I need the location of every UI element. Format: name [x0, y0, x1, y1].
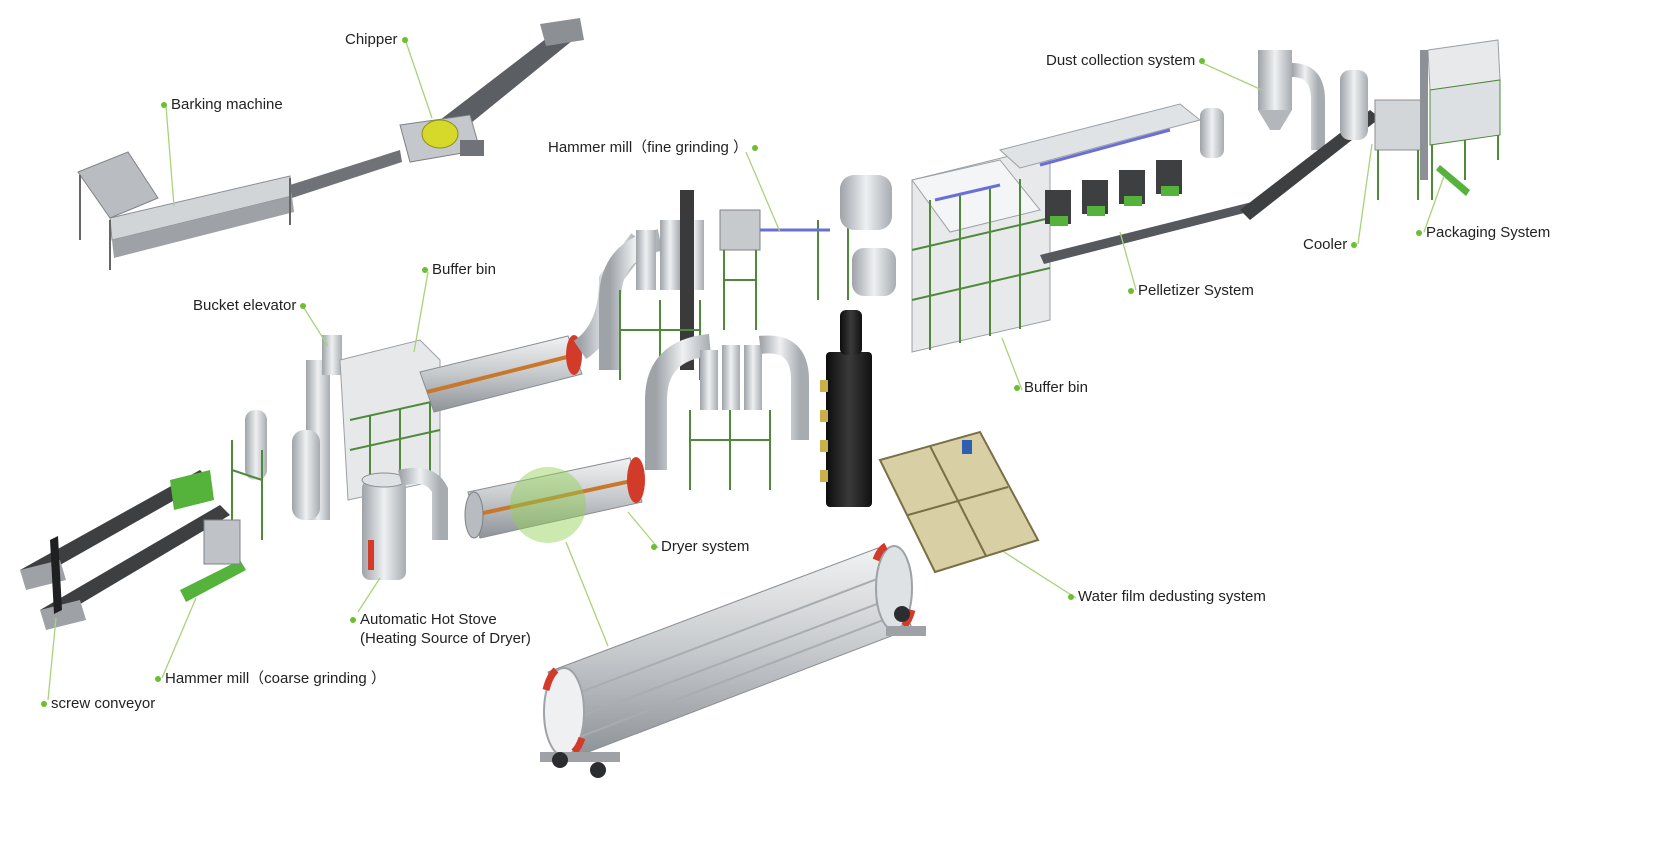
- label-dust-collection: Dust collection system: [1046, 51, 1209, 70]
- cooler-illustration: [1240, 70, 1422, 220]
- label-text: Buffer bin: [1024, 379, 1088, 396]
- leader-cooler: [1357, 143, 1373, 245]
- label-barking-machine: Barking machine: [157, 95, 283, 114]
- marker-dot: [1068, 594, 1074, 601]
- leader-buffer-right: [1001, 337, 1023, 391]
- label-text: Packaging System: [1426, 224, 1551, 241]
- marker-dot: [1014, 385, 1020, 392]
- label-buffer-bin-right: Buffer bin: [1010, 378, 1088, 397]
- label-buffer-bin-top: Buffer bin: [418, 260, 496, 279]
- fine-hammer-mill-illustration: [719, 175, 896, 330]
- marker-dot: [350, 617, 356, 624]
- leader-zoom: [565, 541, 609, 647]
- label-text: Bucket elevator: [193, 297, 297, 314]
- label-text: Water film dedusting system: [1078, 588, 1266, 605]
- label-cooler: Cooler: [1303, 235, 1361, 254]
- marker-dot: [1128, 288, 1134, 295]
- leader-hammer-coarse: [161, 597, 197, 679]
- label-hammer-mill-fine: Hammer mill（fine grinding ）: [548, 138, 762, 157]
- marker-dot: [1351, 242, 1358, 249]
- label-pelletizer: Pelletizer System: [1124, 281, 1254, 300]
- label-packaging: Packaging System: [1412, 223, 1550, 242]
- barking-machine-illustration: [77, 150, 402, 270]
- marker-dot: [651, 544, 657, 551]
- pellet-house-illustration: [911, 145, 1051, 353]
- marker-dot: [1199, 58, 1206, 65]
- leader-dryer: [627, 511, 659, 549]
- leader-pelletizer: [1119, 231, 1137, 291]
- leader-stove: [357, 577, 381, 613]
- dryer-cutaway-illustration: [540, 542, 926, 778]
- marker-dot: [401, 37, 408, 44]
- label-text: Hammer mill（fine grinding ）: [548, 139, 749, 156]
- bucket-elevator-illustration: [231, 335, 441, 540]
- label-text: Automatic Hot Stove: [360, 611, 497, 628]
- water-film-illustration: [878, 430, 1040, 574]
- label-text: screw conveyor: [51, 695, 156, 712]
- label-text: Dust collection system: [1046, 52, 1196, 69]
- dust-collection-illustration: [1200, 50, 1325, 158]
- leader-barking: [165, 105, 175, 207]
- chipper-illustration: [399, 18, 584, 163]
- lower-dryer-illustration: [464, 457, 645, 543]
- marker-dot: [161, 102, 167, 109]
- label-hot-stove: Automatic Hot Stove (Heating Source of D…: [346, 610, 531, 648]
- leader-packaging: [1423, 175, 1445, 233]
- cyclone-group-illustration: [599, 190, 809, 490]
- hot-stove-illustration: [361, 467, 448, 580]
- marker-dot: [41, 701, 47, 708]
- marker-dot: [155, 676, 161, 683]
- label-text: Dryer system: [661, 538, 750, 555]
- label-dryer-system: Dryer system: [647, 537, 749, 556]
- label-hammer-mill-coarse: Hammer mill（coarse grinding ）: [151, 669, 386, 688]
- leader-hammer-fine: [745, 151, 781, 233]
- marker-dot: [752, 145, 759, 152]
- label-bucket-elevator: Bucket elevator: [193, 296, 310, 315]
- label-text: Pelletizer System: [1138, 282, 1254, 299]
- marker-dot: [422, 267, 428, 274]
- label-screw-conveyor: screw conveyor: [37, 694, 155, 713]
- label-text: Chipper: [345, 31, 398, 48]
- label-chipper: Chipper: [345, 30, 412, 49]
- leader-chipper: [405, 41, 433, 119]
- label-water-film: Water film dedusting system: [1064, 587, 1266, 606]
- marker-dot: [300, 303, 307, 310]
- leader-bucket: [303, 307, 329, 347]
- screw-conveyor-illustration: [20, 470, 246, 630]
- leader-screw: [47, 617, 57, 701]
- leader-buffer-top: [413, 271, 429, 353]
- leader-dust: [1199, 61, 1263, 91]
- label-text: Cooler: [1303, 236, 1348, 253]
- black-tank-illustration: [820, 310, 872, 507]
- label-text: Barking machine: [171, 96, 283, 113]
- label-subtext: (Heating Source of Dryer): [360, 630, 531, 647]
- packaging-illustration: [1420, 39, 1501, 200]
- marker-dot: [1416, 230, 1422, 237]
- label-text: Buffer bin: [432, 261, 496, 278]
- leader-lines: [47, 41, 1445, 701]
- leader-water: [1003, 551, 1077, 599]
- label-text: Hammer mill（coarse grinding ）: [165, 670, 386, 687]
